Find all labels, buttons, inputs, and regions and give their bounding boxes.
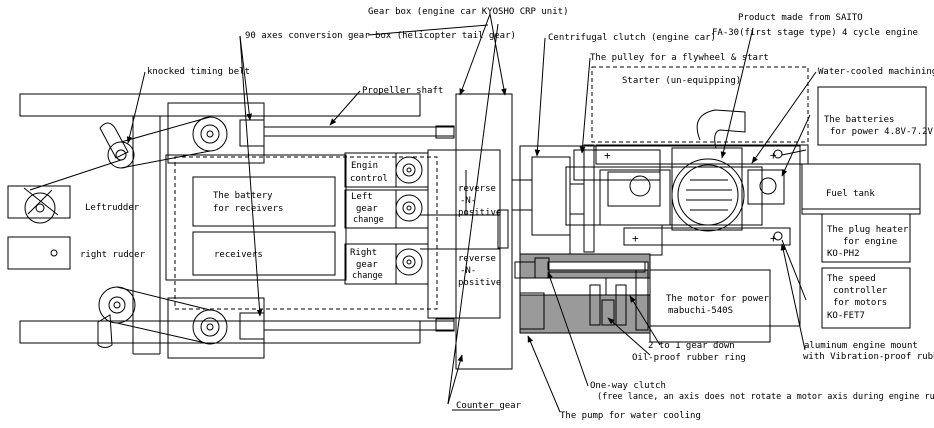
label-reverse-top-2: -N-: [460, 196, 476, 206]
receivers-box: [192, 231, 336, 276]
label-water-machining: Water-cooled machining: [818, 67, 934, 77]
label-left-gear-2: gear: [356, 204, 378, 214]
pump-and-gears: [514, 257, 771, 343]
label-speed-4: KO-FET7: [827, 311, 865, 321]
label-battery-rx-1: The battery: [213, 191, 273, 201]
lower-rail: [19, 320, 421, 344]
label-receivers: receivers: [214, 250, 263, 260]
label-propeller-shaft: Propeller shaft: [362, 86, 443, 96]
battery-receivers-box: [192, 176, 336, 227]
right-rudder-box: [7, 236, 71, 270]
label-batteries-2: for power 4.8V-7.2V: [830, 127, 934, 137]
label-right-gear-2: gear: [356, 260, 378, 270]
label-plug-1: The plug heater: [827, 225, 909, 235]
label-pump: The pump for water cooling: [560, 411, 701, 421]
leader-lines: [126, 13, 817, 413]
label-fuel-tank: Fuel tank: [826, 189, 875, 199]
label-battery-rx-2: for receivers: [213, 204, 283, 214]
label-batteries-1: The batteries: [824, 115, 894, 125]
label-starter: Starter (un-equipping): [622, 76, 741, 86]
label-al-mount-1: aluminum engine mount: [804, 341, 918, 351]
label-axes90: 90 axes conversion gear box (helicopter …: [245, 31, 516, 41]
label-right-gear-3: change: [352, 271, 383, 281]
svg-text:+: +: [770, 149, 777, 162]
svg-text:+: +: [632, 232, 639, 245]
label-reverse-bot-2: -N-: [460, 266, 476, 276]
label-engin-control-1: Engin: [351, 161, 378, 171]
gearbox: [427, 93, 513, 370]
plus-marks: + + + +: [604, 149, 777, 245]
svg-text:+: +: [604, 149, 611, 162]
engine-mount: [595, 144, 809, 246]
label-reverse-top-1: reverse: [458, 184, 496, 194]
label-counter-gear: Counter gear: [456, 401, 522, 411]
label-product-2: FA-30(first stage type) 4 cycle engine: [712, 28, 918, 38]
label-right-rudder: right rudder: [80, 250, 146, 260]
label-gear-down: 2 to 1 gear down: [648, 341, 735, 351]
frame: [7, 93, 438, 355]
label-speed-1: The speed: [827, 274, 876, 284]
label-speed-2: controller: [833, 286, 888, 296]
starter-box: [591, 66, 809, 143]
label-left-rudder: Leftrudder: [85, 203, 140, 213]
label-plug-2: for engine: [843, 237, 897, 247]
lower-timing-assembly: [97, 286, 455, 359]
label-clutch: Centrifugal clutch (engine car): [548, 33, 716, 43]
label-reverse-top-3: positive: [458, 208, 501, 218]
label-left-gear-1: Left: [351, 192, 373, 202]
label-right-gear-1: Right: [350, 248, 377, 258]
label-motor-1: The motor for power: [666, 294, 770, 304]
text-labels: Gear box (engine car KYOSHO CRP unit) 90…: [80, 7, 934, 421]
label-oneway-1: One-way clutch: [590, 381, 666, 391]
upper-rail: [19, 93, 421, 117]
label-reverse-bot-3: positive: [458, 278, 501, 288]
label-motor-2: mabuchi-540S: [668, 306, 733, 316]
label-oil-ring: Oil-proof rubber ring: [632, 353, 746, 363]
label-left-gear-3: change: [353, 215, 384, 225]
receiver-tray: [165, 154, 347, 281]
label-oneway-2: (free lance, an axis does not rotate a m…: [597, 392, 934, 402]
label-timing-belt: knocked timing belt: [147, 67, 250, 77]
label-plug-3: KO-PH2: [827, 249, 860, 259]
right-rudder-circle: [50, 249, 58, 257]
label-gearbox: Gear box (engine car KYOSHO CRP unit): [368, 7, 568, 17]
label-reverse-bot-1: reverse: [458, 254, 496, 264]
label-product-1: Product made from SAITO: [738, 13, 863, 23]
label-al-mount-2: with Vibration-proof rubber: [803, 352, 934, 362]
upper-timing-assembly: [23, 102, 455, 224]
dashed-electronics-area: [174, 156, 438, 310]
left-rudder-box: [7, 185, 71, 219]
label-speed-3: for motors: [833, 298, 887, 308]
label-engin-control-2: control: [350, 174, 388, 184]
svg-text:+: +: [770, 232, 777, 245]
label-pulley: The pulley for a flywheel & start: [590, 53, 769, 63]
